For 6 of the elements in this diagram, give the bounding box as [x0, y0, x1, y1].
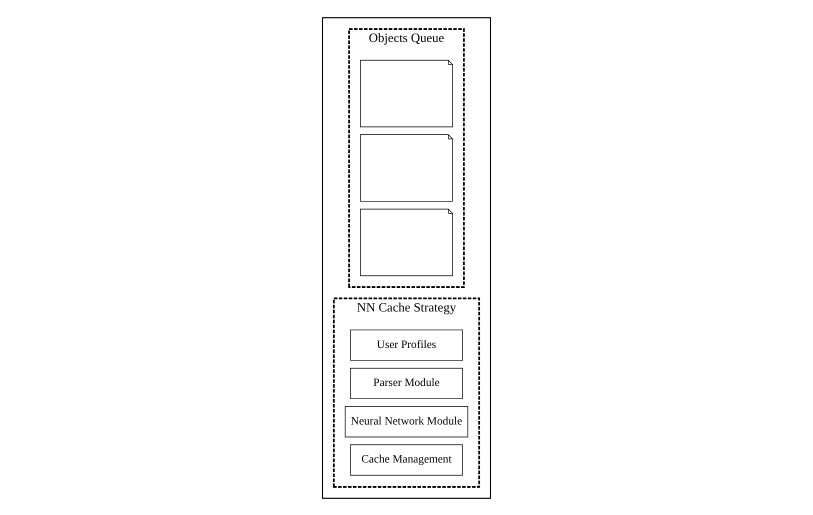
cluster: [322, 16, 492, 498]
node-box: Neural Network Module: [344, 406, 468, 437]
node-box: Cache Management: [350, 444, 463, 476]
node-box: User Profiles: [350, 329, 463, 360]
node-box: Parser Module: [350, 367, 463, 399]
cluster: Objects Queue: [348, 28, 465, 288]
